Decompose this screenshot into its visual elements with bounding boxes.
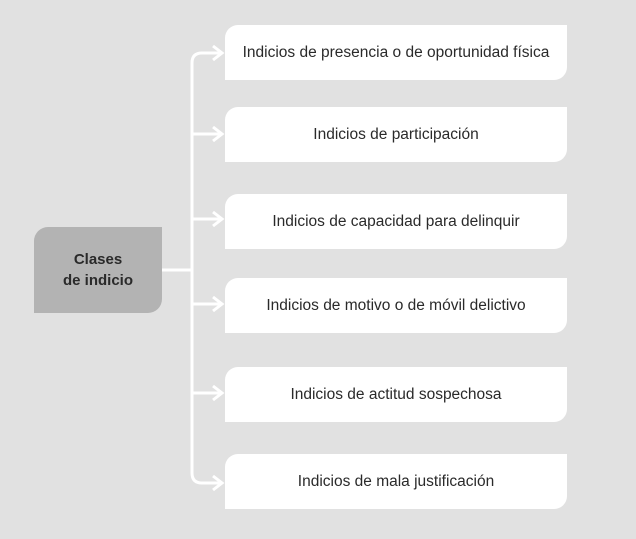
arrow-4 bbox=[192, 295, 225, 313]
branch-label: Indicios de motivo o de móvil delictivo bbox=[266, 296, 526, 314]
trunk-line bbox=[190, 51, 203, 485]
branch-box-motivo: Indicios de motivo o de móvil delictivo bbox=[225, 278, 567, 333]
arrow-1 bbox=[202, 44, 225, 62]
root-node: Clases de indicio bbox=[34, 227, 162, 313]
branch-box-participacion: Indicios de participación bbox=[225, 107, 567, 162]
branch-box-capacidad: Indicios de capacidad para delinquir bbox=[225, 194, 567, 249]
arrow-6 bbox=[202, 474, 225, 492]
branch-label: Indicios de presencia o de oportunidad f… bbox=[242, 43, 550, 61]
arrow-2 bbox=[192, 125, 225, 143]
root-label-line1: Clases bbox=[73, 251, 123, 268]
arrow-3 bbox=[192, 210, 225, 228]
branch-label: Indicios de actitud sospechosa bbox=[290, 385, 502, 403]
branch-label: Indicios de mala justificación bbox=[297, 472, 495, 490]
branch-label: Indicios de participación bbox=[313, 125, 479, 143]
branch-label: Indicios de capacidad para delinquir bbox=[272, 212, 520, 230]
branch-box-actitud: Indicios de actitud sospechosa bbox=[225, 367, 567, 422]
root-label-line2: de indicio bbox=[62, 272, 133, 289]
arrow-5 bbox=[192, 384, 225, 402]
branch-box-presencia: Indicios de presencia o de oportunidad f… bbox=[225, 25, 567, 80]
branch-box-justificacion: Indicios de mala justificación bbox=[225, 454, 567, 509]
